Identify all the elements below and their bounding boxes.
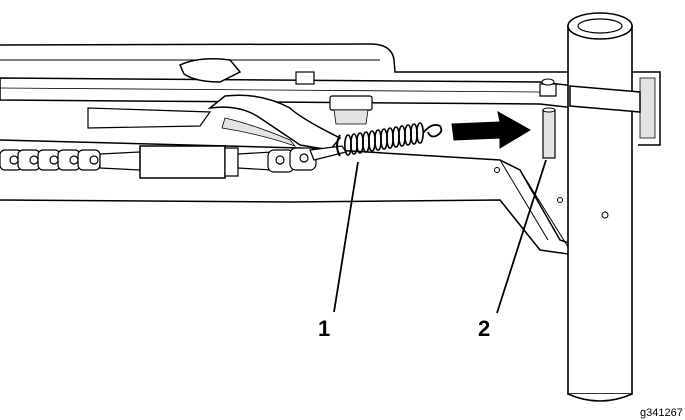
center-mount-plate: [87, 107, 212, 129]
anchor-post-top: [542, 107, 556, 113]
rail-nut: [539, 83, 557, 97]
rail-nut-top: [541, 78, 555, 86]
rod-end-link: [267, 147, 317, 173]
right-bracket-shade: [639, 77, 656, 139]
deck-plate-outline: [0, 43, 610, 73]
pivot-bolt: [295, 71, 315, 85]
callout-2-leader: [496, 159, 547, 314]
pivot-arm: [207, 94, 342, 151]
callout-2-number: 2: [478, 316, 490, 341]
lower-frame-diagonal: [499, 159, 571, 251]
direction-arrow-icon: [451, 111, 531, 149]
pivot-spacer-shade: [333, 109, 369, 125]
frame-hole: [557, 197, 563, 203]
callout-1-leader: [333, 161, 359, 313]
drive-chain: [0, 149, 101, 171]
pivot-spacer: [329, 95, 373, 111]
frame-hole: [494, 167, 500, 173]
turnbuckle-rod-left: [99, 151, 141, 171]
turnbuckle-nut: [224, 147, 239, 177]
turnbuckle-rod-right: [237, 151, 273, 171]
lower-frame-plate-bottom: [0, 199, 576, 256]
callout-1-number: 1: [318, 316, 330, 341]
anchor-post: [542, 109, 556, 159]
pivot-arm-shade: [221, 117, 297, 147]
extension-spring: [336, 122, 443, 157]
frame-rail-edge: [0, 87, 541, 93]
figure-id: g341267: [640, 407, 683, 419]
frame-rail-front: [569, 85, 641, 113]
turnbuckle-body: [139, 145, 226, 179]
vertical-tube: [567, 12, 633, 402]
pivot-housing: [179, 58, 242, 83]
